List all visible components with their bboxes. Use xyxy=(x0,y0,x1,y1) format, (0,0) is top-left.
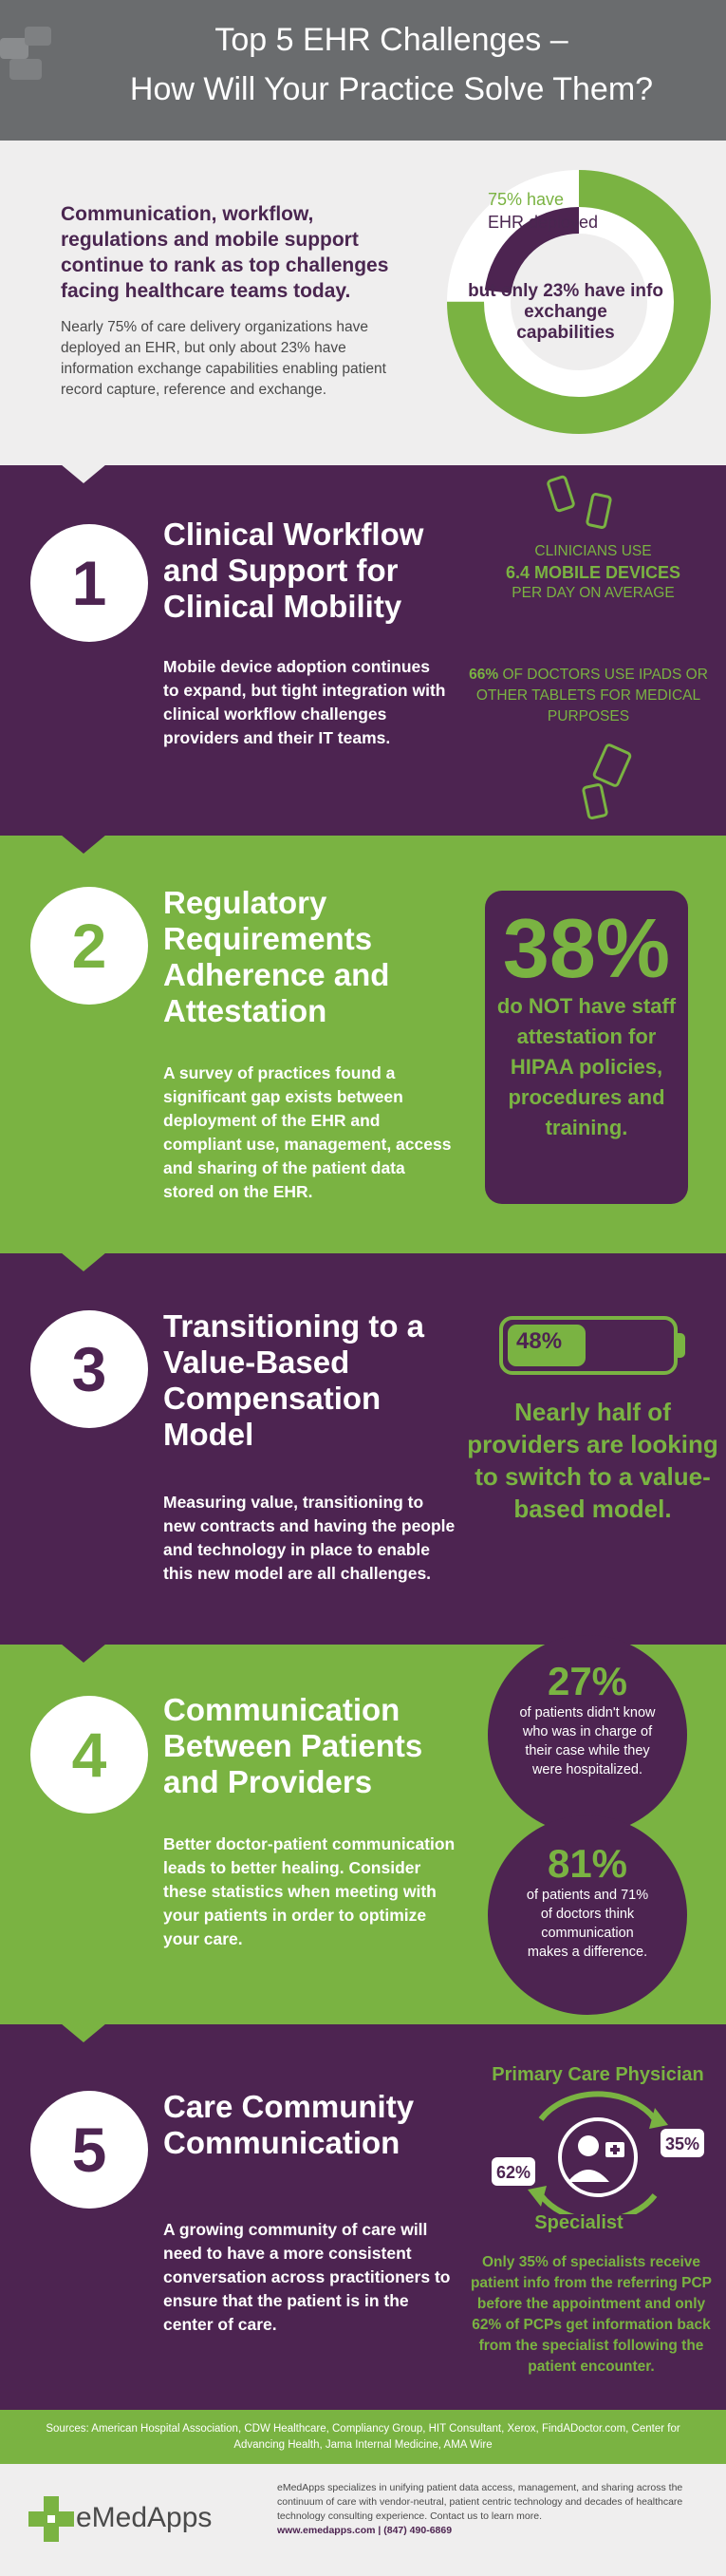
donut-exchange-arc xyxy=(484,207,674,397)
ehr-donut-chart xyxy=(447,170,711,434)
donut-label-exchange-line2: exchange xyxy=(524,302,607,322)
donut-deployed-arc xyxy=(447,170,711,434)
specialist-stat: Only 35% of specialists receive patient … xyxy=(470,2254,713,2375)
section-number: 5 xyxy=(30,2091,148,2209)
section-body: A growing community of care will need to… xyxy=(163,2220,451,2334)
header: Top 5 EHR Challenges – How Will Your Pra… xyxy=(0,0,726,141)
section-number: 4 xyxy=(30,1696,148,1814)
battery-icon: 48% xyxy=(499,1316,678,1375)
section-4: 4 Communication Between Patients and Pro… xyxy=(0,1635,726,2024)
battery-tip xyxy=(678,1333,685,1358)
stat-circle-27: 27% of patients didn't know who was in c… xyxy=(488,1635,687,1834)
mobile-devices-stat: CLINICIANS USE 6.4 MOBILE DEVICES PER DA… xyxy=(470,541,717,604)
stat-line: OF DOCTORS USE IPADS OR OTHER TABLETS FO… xyxy=(475,667,708,724)
donut-label-deployed-line2: EHR deployed xyxy=(488,213,599,232)
value-based-stat: Nearly half of providers are looking to … xyxy=(467,1398,718,1523)
tablets-stat: 66% OF DOCTORS USE IPADS OR OTHER TABLET… xyxy=(456,665,721,727)
section-title: Care Community Communication xyxy=(163,2089,415,2160)
section-title: Transitioning to a Value-Based Compensat… xyxy=(163,1308,425,1452)
smartphone-icon xyxy=(581,782,609,820)
doctor-icon xyxy=(558,2117,638,2197)
pct-35-label: 35% xyxy=(665,2134,699,2153)
section-2: 2 Regulatory Requirements Adherence and … xyxy=(0,835,726,1253)
section-notch xyxy=(61,1252,106,1271)
section-title: Regulatory Requirements Adherence and At… xyxy=(163,885,390,1028)
stat-line: PER DAY ON AVERAGE xyxy=(512,585,675,601)
section-number: 3 xyxy=(30,1310,148,1428)
donut-label-deployed: 75% have EHR deployed xyxy=(488,188,602,234)
emedapps-cross-logo xyxy=(28,2496,74,2542)
intro-section: Communication, workflow, regulations and… xyxy=(0,141,726,465)
stat-line: CLINICIANS USE xyxy=(534,543,652,559)
intro-headline: Communication, workflow, regulations and… xyxy=(61,203,389,302)
section-notch xyxy=(61,2023,106,2042)
donut-label-deployed-line1: 75% have xyxy=(488,190,565,209)
sources: Sources: American Hospital Association, … xyxy=(0,2410,726,2464)
section-notch xyxy=(61,1644,106,1663)
stat-text: of patients and 71% of doctors think com… xyxy=(526,1888,649,1960)
cycle-arrows-icon: 35% 62% xyxy=(492,2091,704,2214)
title-line-2: How Will Your Practice Solve Them? xyxy=(129,71,654,107)
section-number: 1 xyxy=(30,524,148,642)
logo-text: eMedApps xyxy=(76,2502,213,2533)
section-number: 2 xyxy=(30,887,148,1005)
footer-description: eMedApps specializes in unifying patient… xyxy=(277,2482,683,2522)
stat-big-number: 81% xyxy=(547,1841,628,1886)
stat-text: of patients didn't know who was in charg… xyxy=(519,1705,656,1777)
title-line-1: Top 5 EHR Challenges – xyxy=(214,22,568,58)
tablet-icon xyxy=(591,742,633,789)
section-body: Measuring value, transitioning to new co… xyxy=(163,1493,456,1583)
section-body: Better doctor-patient communication lead… xyxy=(163,1834,456,1948)
specialist-label: Specialist xyxy=(534,2212,624,2233)
intro-body: Nearly 75% of care delivery organization… xyxy=(61,319,386,398)
stat-circle-81: 81% of patients and 71% of doctors think… xyxy=(488,1815,687,2015)
footer-text: eMedApps specializes in unifying patient… xyxy=(277,2481,709,2538)
stat-big-number: 27% xyxy=(547,1659,628,1703)
stat-highlight: 66% xyxy=(469,667,499,683)
hipaa-stat-box: 38% do NOT have staff attestation for HI… xyxy=(485,891,688,1204)
stat-highlight: 6.4 MOBILE DEVICES xyxy=(505,563,681,582)
donut-label-exchange-line3: capabilities xyxy=(516,323,615,343)
section-3: 3 Transitioning to a Value-Based Compens… xyxy=(0,1252,726,1645)
pcp-label: Primary Care Physician xyxy=(492,2064,704,2085)
footer: eMedApps eMedApps specializes in unifyin… xyxy=(0,2464,726,2576)
section-body: A survey of practices found a significan… xyxy=(163,1063,452,1201)
section-5: 5 Care Community Communication A growing… xyxy=(0,2023,726,2410)
stat-text: do NOT have staff attestation for HIPAA … xyxy=(496,994,677,1139)
footer-contact-link[interactable]: www.emedapps.com | (847) 490-6869 xyxy=(277,2525,453,2536)
page-title: Top 5 EHR Challenges – How Will Your Pra… xyxy=(57,15,726,114)
section-1: 1 Clinical Workflow and Support for Clin… xyxy=(0,464,726,836)
section-notch xyxy=(61,464,106,483)
battery-fill xyxy=(508,1325,586,1366)
section-body: Mobile device adoption continues to expa… xyxy=(163,657,446,747)
donut-label-exchange: but only 23% have info exchange capabili… xyxy=(461,281,670,344)
section-notch xyxy=(61,835,106,854)
donut-label-exchange-line1: but only 23% have info xyxy=(468,281,663,301)
section-title: Clinical Workflow and Support for Clinic… xyxy=(163,517,424,624)
pct-62-label: 62% xyxy=(496,2163,531,2182)
battery-percent-label: 48% xyxy=(516,1328,563,1354)
smartphone-icon xyxy=(585,492,613,530)
chat-bubbles-icon xyxy=(0,27,51,80)
section-title: Communication Between Patients and Provi… xyxy=(163,1692,423,1799)
smartphone-icon xyxy=(545,474,577,514)
stat-big-number: 38% xyxy=(502,901,671,995)
